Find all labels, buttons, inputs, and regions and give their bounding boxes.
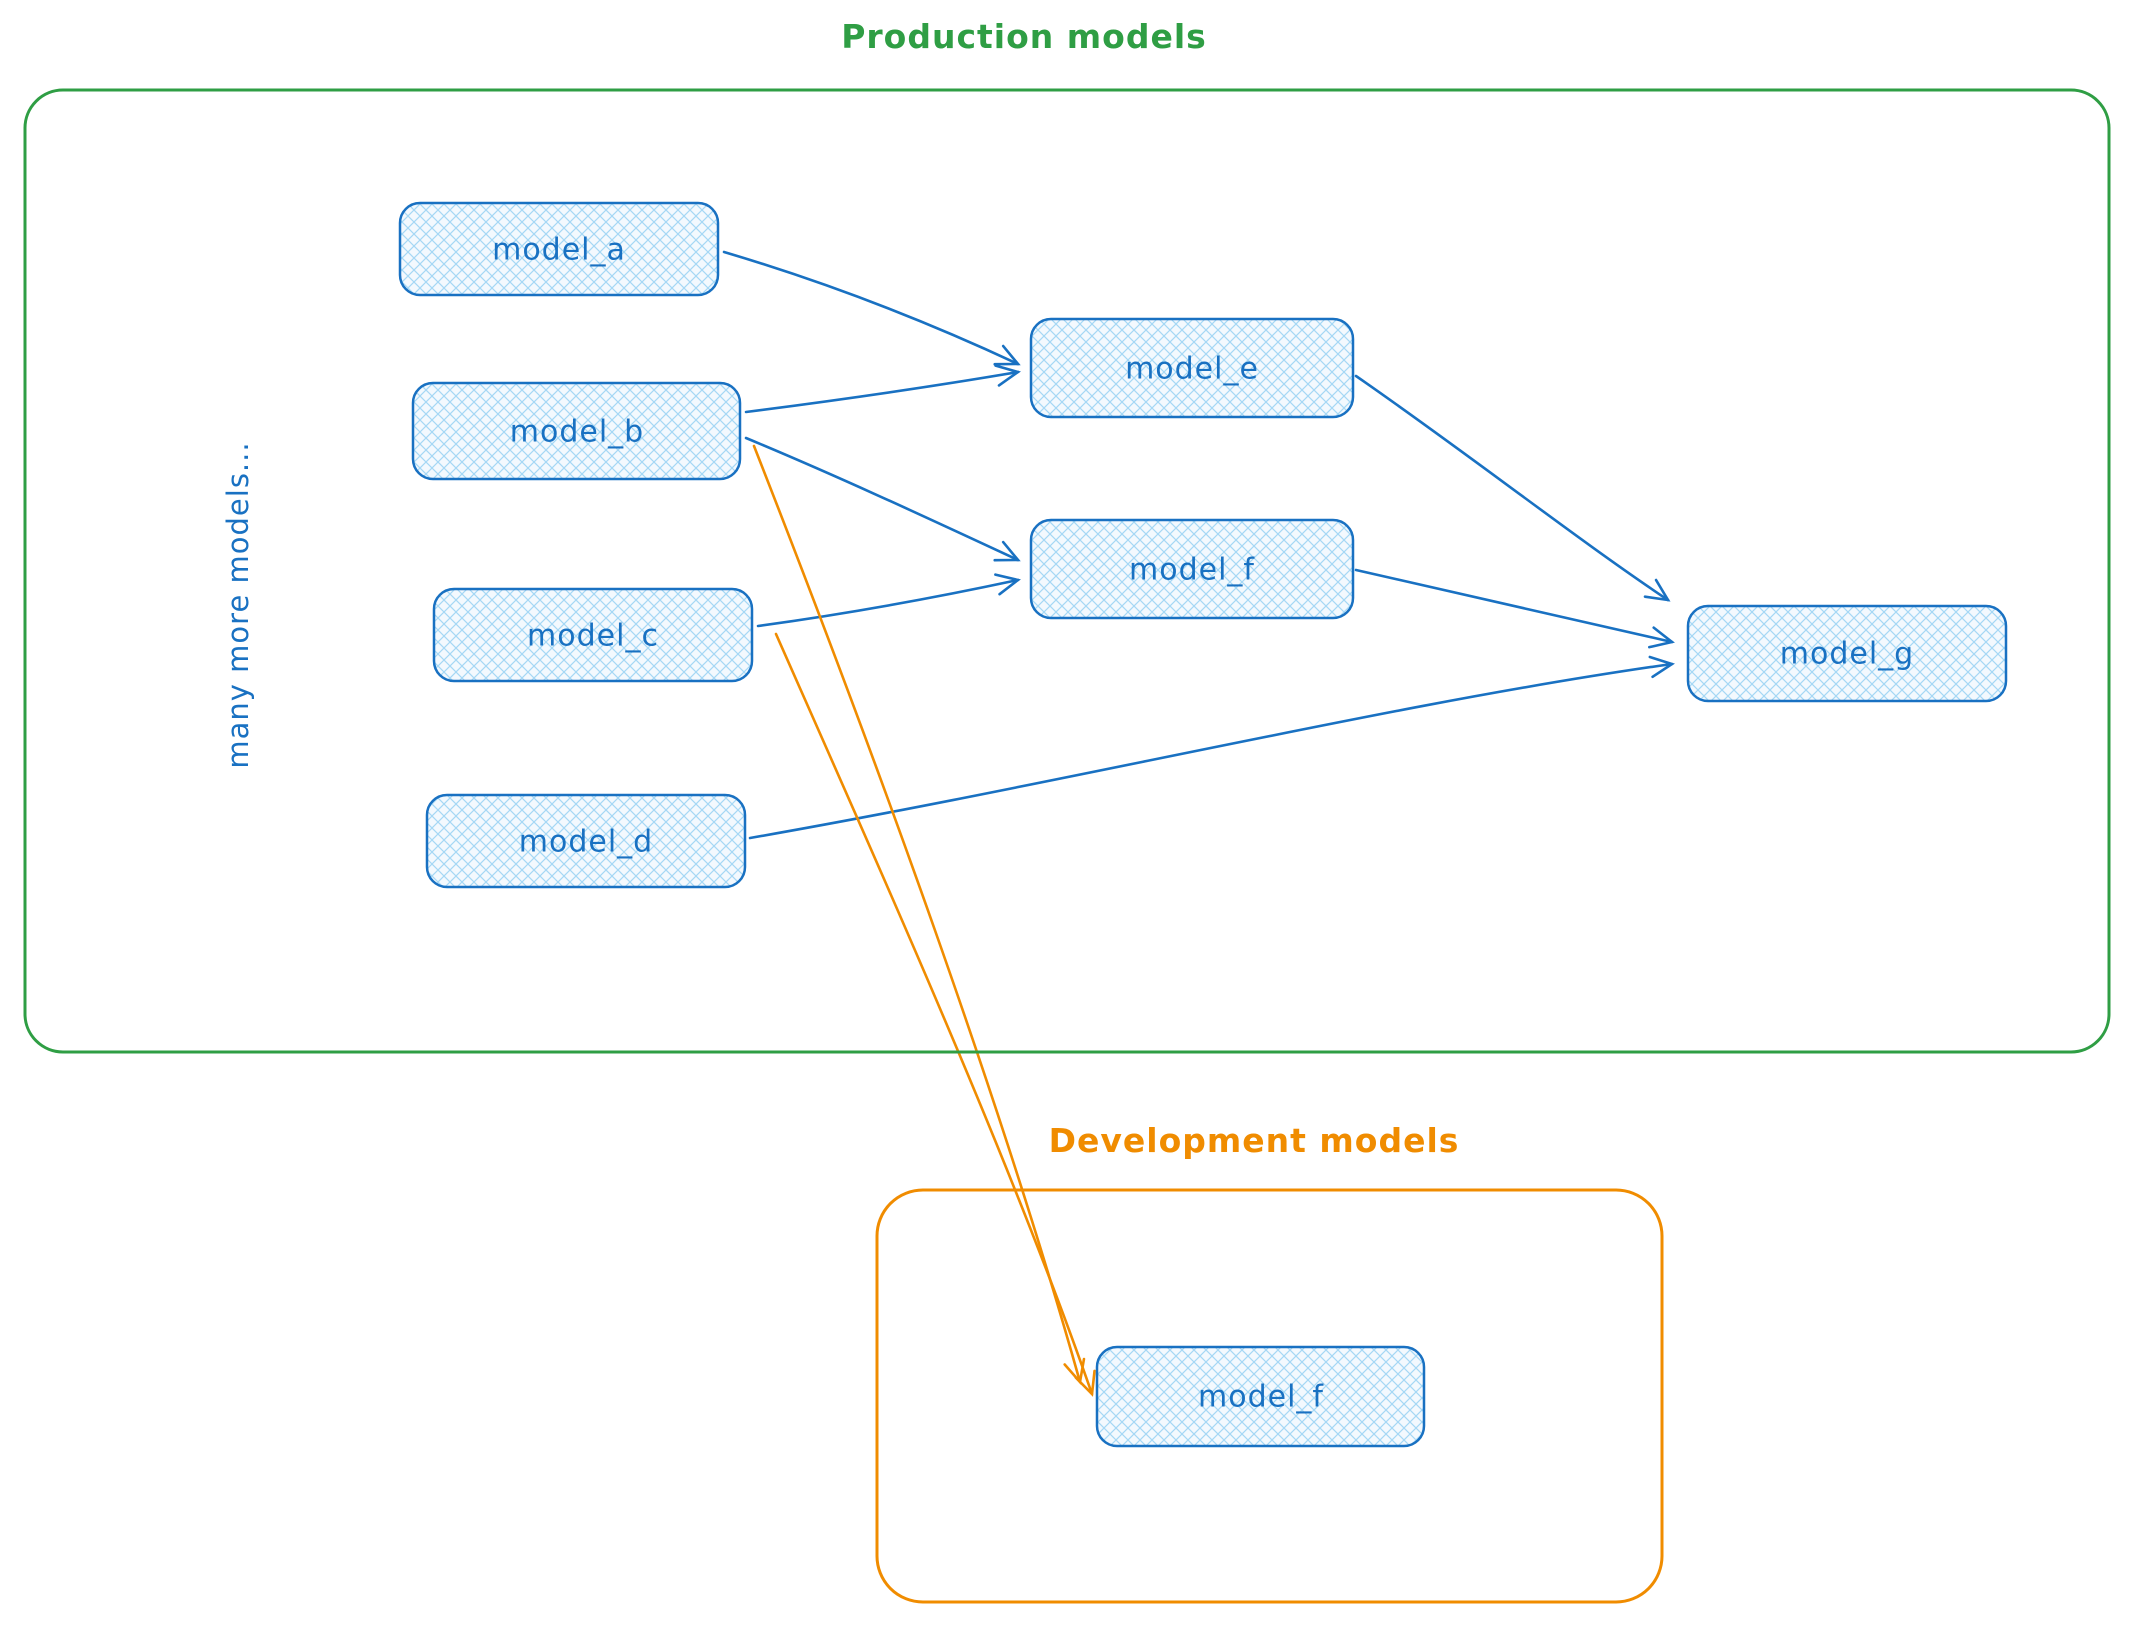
node-model_d-box	[425, 793, 747, 889]
node-model_b-box	[411, 381, 742, 481]
node-model_g: model_g	[1686, 604, 2008, 703]
edge-model_e-model_g	[1354, 374, 1671, 602]
edge-model_b-model_e	[744, 364, 1021, 414]
development-group: Development models model_f	[875, 1121, 1664, 1604]
edge-model_d-model_g	[748, 655, 1675, 840]
node-model_c-box	[432, 587, 754, 683]
production-group-box	[23, 88, 2111, 1054]
production-group-title: Production models	[841, 17, 1207, 56]
edge-model_b-model_f	[744, 436, 1021, 562]
development-group-title: Development models	[1049, 1121, 1460, 1160]
node-model_a-label: model_a	[492, 233, 626, 268]
edges-cross-group	[752, 444, 1096, 1397]
node-model_f-label: model_f	[1129, 553, 1255, 588]
node-model_a: model_a	[398, 201, 720, 297]
edges-production	[722, 250, 1675, 840]
node-dev_model_f: model_f	[1095, 1345, 1426, 1448]
node-model_c-label: model_c	[527, 619, 659, 654]
development-group-box	[875, 1188, 1664, 1604]
many-more-models-label: many more models...	[221, 441, 255, 768]
node-model_g-label: model_g	[1780, 637, 1914, 672]
node-model_e-label: model_e	[1125, 352, 1259, 387]
node-model_b: model_b	[411, 381, 742, 481]
node-dev_model_f-box	[1095, 1345, 1426, 1448]
edge-model_f-model_g	[1354, 568, 1675, 649]
node-dev_model_f-label: model_f	[1198, 1380, 1324, 1415]
node-model_f-box	[1029, 518, 1355, 620]
node-model_d-label: model_d	[519, 825, 653, 860]
node-model_c: model_c	[432, 587, 754, 683]
node-model_a-box	[398, 201, 720, 297]
node-model_g-box	[1686, 604, 2008, 703]
production-group: Production models many more models... mo…	[23, 17, 2111, 1054]
node-model_d: model_d	[425, 793, 747, 889]
edge-model_c-dev_model_f	[774, 632, 1096, 1397]
edge-model_c-model_f	[756, 573, 1021, 628]
edge-model_b-dev_model_f	[752, 444, 1086, 1385]
node-model_b-label: model_b	[510, 415, 644, 450]
node-model_e: model_e	[1029, 317, 1355, 419]
edge-model_a-model_e	[722, 250, 1021, 366]
node-model_e-box	[1029, 317, 1355, 419]
node-model_f: model_f	[1029, 518, 1355, 620]
